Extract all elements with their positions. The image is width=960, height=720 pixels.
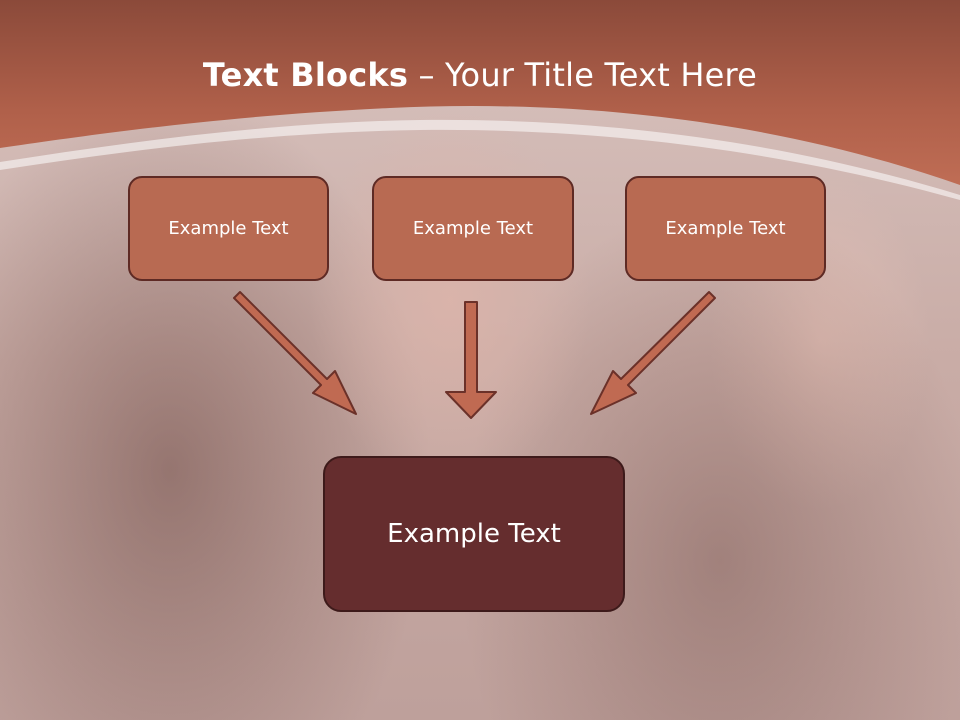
header-band — [0, 0, 960, 200]
title-rest-part: – Your Title Text Here — [408, 56, 758, 94]
text-block-right[interactable]: Example Text — [625, 176, 826, 281]
text-block-left-label: Example Text — [168, 218, 289, 239]
title-bold-part: Text Blocks — [202, 56, 409, 94]
text-block-center-label: Example Text — [412, 218, 534, 239]
text-block-center[interactable]: Example Text — [372, 176, 574, 281]
slide-title: Text Blocks – Your Title Text Here — [0, 56, 960, 94]
text-block-bottom-label: Example Text — [387, 519, 561, 549]
text-block-bottom[interactable]: Example Text — [323, 456, 625, 612]
text-block-left[interactable]: Example Text — [128, 176, 329, 281]
text-block-right-label: Example Text — [665, 218, 786, 239]
